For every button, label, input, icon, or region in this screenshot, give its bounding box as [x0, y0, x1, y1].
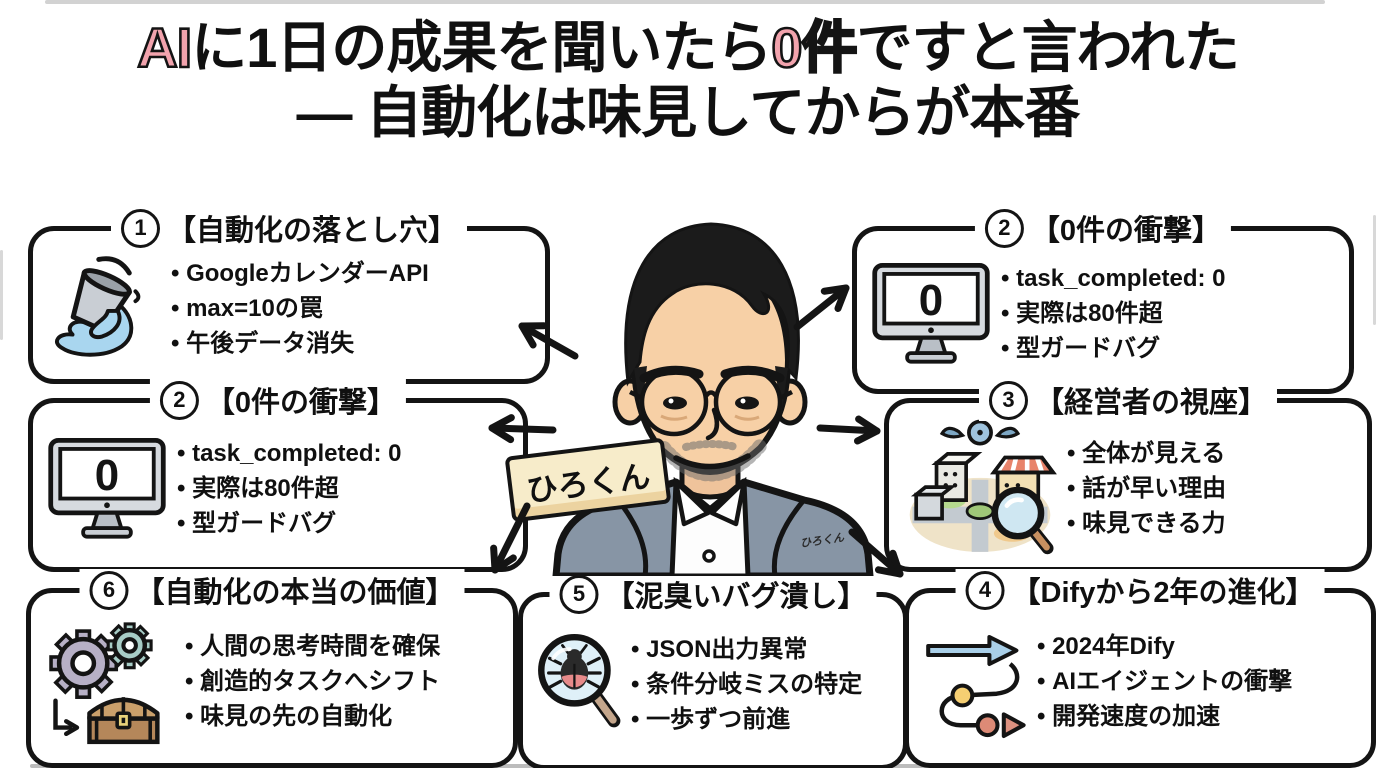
flying-eye	[939, 419, 1021, 446]
mustache-stubble	[682, 440, 740, 451]
box-executive-view: 3 【経営者の視座】	[884, 379, 1372, 572]
box-executive-view-title: 3 【経営者の視座】	[978, 379, 1278, 421]
bullet-item: 条件分岐ミスの特定	[631, 670, 862, 700]
box-zero-shock-top-title: 2 【0件の衝撃】	[974, 207, 1232, 249]
box-zero-shock-top-title-text: 【0件の衝撃】	[1030, 215, 1222, 247]
left-edge-streak	[0, 250, 3, 340]
page-title: AIに1日の成果を聞いたら0件ですと言われた ― 自動化は味見してからが本番	[0, 15, 1376, 146]
monitor-zero-icon: 0	[872, 262, 990, 364]
box-dify-evolution-title: 4 【Difyから2年の進化】	[955, 569, 1325, 611]
blue-arrow	[926, 634, 1019, 667]
box-true-value-title-text: 【自動化の本当の価値】	[135, 577, 455, 609]
box-pitfalls-title-text: 【自動化の落とし穴】	[166, 215, 458, 247]
bug	[547, 644, 602, 690]
title-text-1: に1日の成果を聞いたら	[191, 16, 772, 79]
box-zero-shock-left: 2 【0件の衝撃】 0 task_completed: 0 実際は80件超型ガード…	[28, 379, 528, 572]
bullet-item: 実際は80件超	[1001, 299, 1226, 329]
glasses-right	[713, 367, 783, 437]
monitor-zero-value: 0	[919, 276, 943, 325]
bullet-item: 一歩ずつ前進	[631, 705, 862, 735]
gear-large	[49, 629, 119, 699]
bullet-item: AIエイジェントの衝撃	[1037, 667, 1292, 697]
bullet-item: JSON出力異常	[631, 635, 862, 665]
treasure-chest	[87, 697, 160, 745]
eye-right	[735, 396, 759, 410]
bullet-item: 創造的タスクへシフト	[185, 667, 440, 697]
bullet-item: 味見できる力	[1067, 509, 1226, 539]
box-bug-crushing-title: 5 【泥臭いバグ潰し】	[549, 573, 877, 615]
name-tag-text: ひろくん	[524, 458, 653, 508]
number-circle-2: 2	[984, 208, 1024, 248]
bullet-item: 型ガードバグ	[1001, 334, 1226, 364]
box-true-value-title: 6 【自動化の本当の価値】	[79, 569, 465, 611]
box-pitfalls-bullets: GoogleカレンダーAPI max=10の罠午後データ消失	[171, 259, 429, 359]
bullet-item: 人間の思考時間を確保	[185, 632, 440, 662]
monitor-zero-icon: 0	[48, 437, 166, 539]
box-zero-shock-left-title-text: 【0件の衝撃】	[205, 387, 397, 419]
box-zero-shock-left-title: 2 【0件の衝撃】	[149, 379, 407, 421]
gear-small	[106, 622, 153, 670]
number-circle-6: 6	[89, 570, 129, 610]
title-line-2: ― 自動化は味見してからが本番	[296, 80, 1081, 144]
bullet-item: 2024年Dify	[1037, 632, 1292, 662]
town-birdseye-magnifier-icon	[909, 419, 1057, 555]
title-line-1: AIに1日の成果を聞いたら0件ですと言われた	[0, 15, 1376, 81]
box-pitfalls-title: 1 【自動化の落とし穴】	[110, 207, 468, 249]
glasses-left	[639, 367, 709, 437]
box-dify-evolution-bullets: 2024年DifyAIエイジェントの衝撃開発速度の加速	[1037, 632, 1292, 732]
box-zero-shock-top: 2 【0件の衝撃】 0 task_completed: 0 実際は80件超型ガード…	[852, 207, 1354, 394]
bullet-item: 実際は80件超	[177, 474, 402, 504]
box-zero-shock-left-bullets: task_completed: 0 実際は80件超型ガードバグ	[177, 439, 402, 539]
right-edge-streak	[1373, 215, 1376, 325]
number-circle-2: 2	[159, 380, 199, 420]
box-bug-crushing: 5 【泥臭いバグ潰し】	[518, 573, 908, 768]
box-true-value: 6 【自動化の本当の価値】	[26, 569, 518, 768]
shop-awning	[990, 455, 1057, 502]
bullet-item: 型ガードバグ	[177, 509, 402, 539]
bullet-item: 味見の先の自動化	[185, 702, 440, 732]
box-bug-crushing-title-text: 【泥臭いバグ潰し】	[605, 581, 867, 613]
number-circle-1: 1	[120, 208, 160, 248]
bullet-item: GoogleカレンダーAPI	[171, 259, 429, 289]
nose	[705, 407, 720, 441]
box-executive-view-bullets: 全体が見える話が早い理由味見できる力	[1067, 439, 1226, 539]
box-executive-view-title-text: 【経営者の視座】	[1034, 387, 1268, 419]
bullet-item: max=10の罠	[171, 294, 429, 324]
timeline-arrow-icon	[926, 634, 1026, 739]
title-accent-ai: AI	[136, 15, 194, 81]
top-edge-streak	[45, 0, 1325, 4]
bullet-item: 午後データ消失	[171, 329, 429, 359]
box-bug-crushing-bullets: JSON出力異常条件分岐ミスの特定一歩ずつ前進	[631, 635, 862, 735]
gears-treasure-icon	[49, 622, 160, 745]
bucket-spill-icon	[55, 256, 141, 357]
bullet-item: task_completed: 0	[177, 439, 401, 469]
number-circle-4: 4	[965, 570, 1005, 610]
box-pitfalls: 1 【自動化の落とし穴】 GoogleカレンダーAPI max=10の罠午後データ…	[28, 207, 550, 384]
bullet-item: 開発速度の加速	[1037, 702, 1292, 732]
portrait-hirokun	[552, 222, 874, 576]
hair	[624, 222, 800, 387]
bullet-item: 話が早い理由	[1067, 474, 1226, 504]
title-accent-zero: 0件	[770, 15, 859, 81]
bullet-item: 全体が見える	[1067, 439, 1226, 469]
number-circle-5: 5	[559, 574, 599, 614]
monitor-zero-value: 0	[95, 451, 119, 500]
eye-left	[663, 396, 687, 410]
box-dify-evolution-title-text: 【Difyから2年の進化】	[1011, 577, 1315, 609]
box-true-value-bullets: 人間の思考時間を確保創造的タスクへシフト味見の先の自動化	[185, 632, 440, 732]
bug-magnifier-icon	[538, 633, 621, 728]
box-zero-shock-top-bullets: task_completed: 0 実際は80件超型ガードバグ	[1001, 264, 1226, 364]
magnifier	[991, 486, 1054, 555]
smile	[673, 453, 751, 470]
box-dify-evolution: 4 【Difyから2年の進化】 2024年DifyAIエイジェントの衝撃開発速度…	[904, 569, 1376, 768]
title-text-2: ですと言われた	[856, 16, 1240, 79]
number-circle-3: 3	[988, 380, 1028, 420]
bullet-item: task_completed: 0	[1001, 264, 1225, 294]
